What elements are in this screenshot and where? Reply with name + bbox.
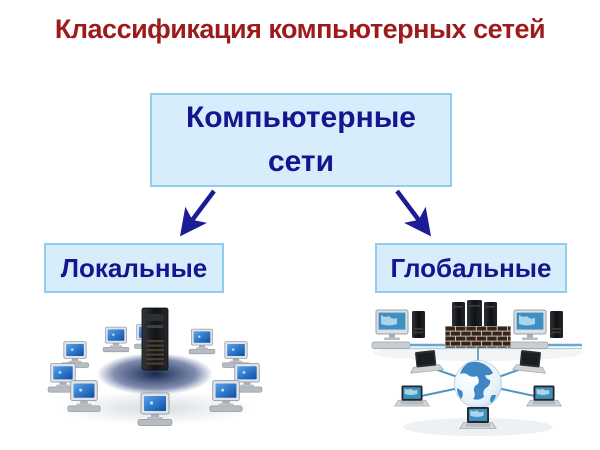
firewall-brick-wall-icon bbox=[445, 326, 511, 348]
page-title: Классификация компьютерных сетей bbox=[54, 14, 546, 44]
node-global-networks-label: Глобальные bbox=[390, 252, 552, 283]
desktop-computer-icon bbox=[188, 328, 216, 355]
laptop-icon bbox=[459, 406, 497, 430]
node-computer-networks-label: Компьютерные сети bbox=[186, 101, 416, 178]
node-global-networks: Глобальные bbox=[375, 243, 567, 293]
desktop-computer-icon bbox=[137, 392, 173, 426]
arrow-to-global-icon bbox=[395, 189, 432, 237]
arrow-to-local-icon bbox=[179, 189, 216, 237]
desktop-computer-icon bbox=[102, 326, 130, 353]
node-local-networks-label: Локальные bbox=[60, 252, 208, 283]
node-local-networks: Локальные bbox=[44, 243, 224, 293]
workstation-icon bbox=[371, 309, 425, 349]
workstation-icon bbox=[509, 309, 563, 349]
server-tower-icon bbox=[141, 307, 169, 371]
local-network-illustration bbox=[47, 307, 263, 426]
globe-icon bbox=[454, 360, 502, 408]
node-computer-networks: Компьютерные сети bbox=[150, 93, 452, 187]
desktop-computer-icon bbox=[209, 380, 243, 412]
global-network-illustration bbox=[371, 300, 583, 436]
server-rack-icon bbox=[452, 300, 497, 331]
desktop-computer-icon bbox=[67, 380, 101, 412]
